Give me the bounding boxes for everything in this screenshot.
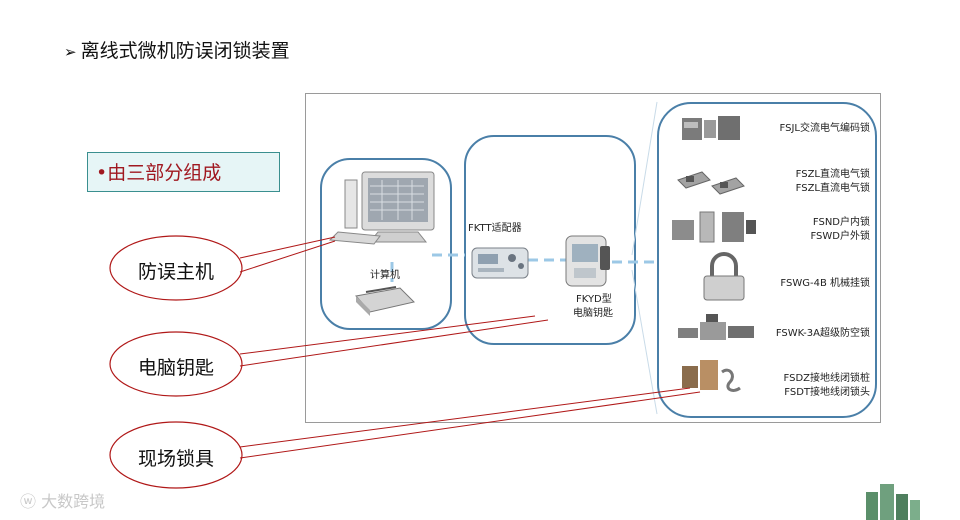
watermark: ⓦ 大数跨境	[20, 488, 105, 512]
grounding-lock-icon	[682, 360, 741, 392]
title-text: 离线式微机防误闭锁装置	[80, 40, 290, 62]
computer-icon	[328, 171, 435, 245]
lock-group	[657, 102, 877, 418]
padlock-icon	[703, 252, 745, 301]
watermark-logo-icon: ⓦ	[20, 492, 37, 511]
computer-label: 计算机	[370, 270, 400, 281]
lock-label-ac: FSJL交流电气编码锁	[779, 123, 870, 134]
lock-label-super: FSWK-3A超级防空锁	[775, 328, 870, 339]
dc-electric-lock-icon	[677, 171, 745, 195]
callout-key: 电脑钥匙	[138, 357, 215, 379]
fan-lines	[631, 101, 658, 415]
lock-label-grounding: FSDZ接地线闭锁桩 FSDT接地线闭锁头	[783, 373, 870, 398]
lock-label-padlock: FSWG-4B 机械挂锁	[780, 278, 870, 289]
callout-host: 防误主机	[138, 261, 215, 283]
connection-lines	[390, 253, 657, 282]
lock-label-indoor-outdoor: FSND户内锁 FSWD户外锁	[810, 217, 870, 242]
callout-pointer-lines	[239, 236, 701, 459]
adapter-label: FKTT适配器	[468, 223, 522, 234]
host-group	[320, 158, 452, 330]
indoor-outdoor-lock-icon	[672, 211, 756, 243]
super-lock-icon	[678, 314, 754, 340]
key-model-label: FKYD型	[576, 294, 612, 305]
key-group	[464, 135, 636, 345]
watermark-text: 大数跨境	[41, 492, 106, 511]
subtitle-box: •由三部分组成	[87, 152, 280, 192]
arrow-bullet-icon: ➢	[64, 43, 77, 61]
key-name-label: 电脑钥匙	[573, 308, 613, 319]
page-title: ➢离线式微机防误闭锁装置	[64, 36, 290, 63]
printer-icon	[355, 286, 415, 316]
lock-label-dc: FSZL直流电气锁 FSZL直流电气锁	[795, 169, 870, 194]
adapter-icon	[471, 247, 529, 279]
callout-locks: 现场锁具	[138, 448, 215, 470]
callout-ellipses	[109, 235, 243, 489]
ac-electric-lock-icon	[682, 116, 740, 140]
building-icon	[866, 484, 920, 520]
computer-key-icon	[565, 235, 610, 287]
